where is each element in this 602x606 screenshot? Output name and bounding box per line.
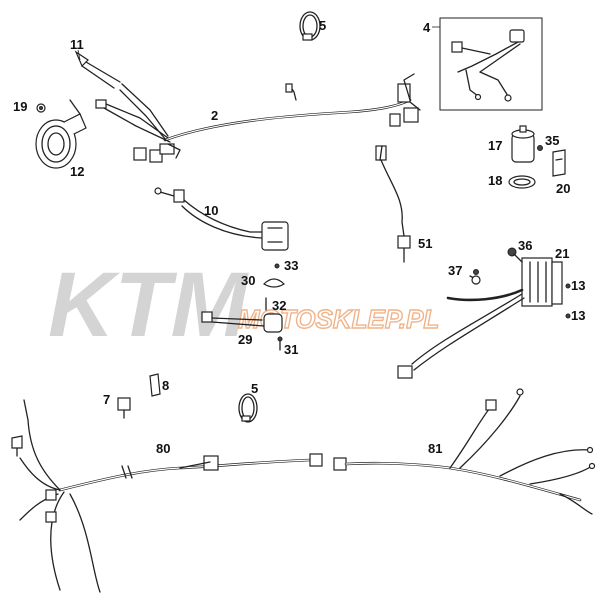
brake-switch-cable: [375, 145, 411, 263]
label-51: 51: [418, 236, 432, 251]
part-labels: 2 4 5 5 7 8 10 11 12 13 13 17 18 19 20 2…: [13, 18, 585, 456]
label-29: 29: [238, 332, 252, 347]
label-5-mid: 5: [251, 381, 258, 396]
label-5-top: 5: [319, 18, 326, 33]
label-7: 7: [103, 392, 110, 407]
wiring-set-box: [432, 17, 543, 111]
watermark-brand: KTM: [48, 254, 250, 356]
relay-7: [117, 397, 131, 419]
label-31: 31: [284, 342, 298, 357]
label-13b: 13: [571, 308, 585, 323]
bracket-20: [552, 149, 566, 177]
label-35: 35: [545, 133, 559, 148]
bulb-socket: [74, 49, 121, 89]
screw-31: [277, 336, 283, 351]
screw-13b: [565, 313, 571, 319]
label-17: 17: [488, 138, 502, 153]
label-10: 10: [204, 203, 218, 218]
label-30: 30: [241, 273, 255, 288]
label-8: 8: [162, 378, 169, 393]
label-12: 12: [70, 164, 84, 179]
cable-tie-mid: [238, 393, 258, 423]
label-36: 36: [518, 238, 532, 253]
switch-cable: [154, 187, 289, 251]
clip-30: [263, 278, 285, 288]
label-2: 2: [211, 108, 218, 123]
bracket-8: [149, 373, 161, 397]
front-harness: [19, 399, 323, 593]
label-4: 4: [423, 20, 431, 35]
label-32: 32: [272, 298, 286, 313]
switch-cable-29: [201, 311, 283, 333]
label-80: 80: [156, 441, 170, 456]
screw-33: [274, 263, 280, 269]
label-37: 37: [448, 263, 462, 278]
horn: [35, 99, 87, 169]
label-19: 19: [13, 99, 27, 114]
label-13a: 13: [571, 278, 585, 293]
label-18: 18: [488, 173, 502, 188]
voltage-regulator: [397, 257, 563, 379]
label-33: 33: [284, 258, 298, 273]
watermark: KTM MOTOSKLEP.PL: [48, 254, 440, 356]
screw-13a: [565, 283, 571, 289]
screw-35: [537, 145, 543, 151]
main-harness: [95, 73, 421, 163]
rear-harness: [333, 388, 596, 515]
bolt-36: [507, 247, 523, 263]
label-81: 81: [428, 441, 442, 456]
capacitor-ring: [508, 175, 536, 189]
nut-19: [36, 103, 46, 113]
label-11: 11: [70, 37, 84, 52]
cable-tie-top: [299, 11, 321, 41]
screw-37: [473, 269, 479, 275]
capacitor: [511, 125, 535, 163]
label-21: 21: [555, 246, 569, 261]
plug-left: [11, 435, 23, 457]
label-20: 20: [556, 181, 570, 196]
